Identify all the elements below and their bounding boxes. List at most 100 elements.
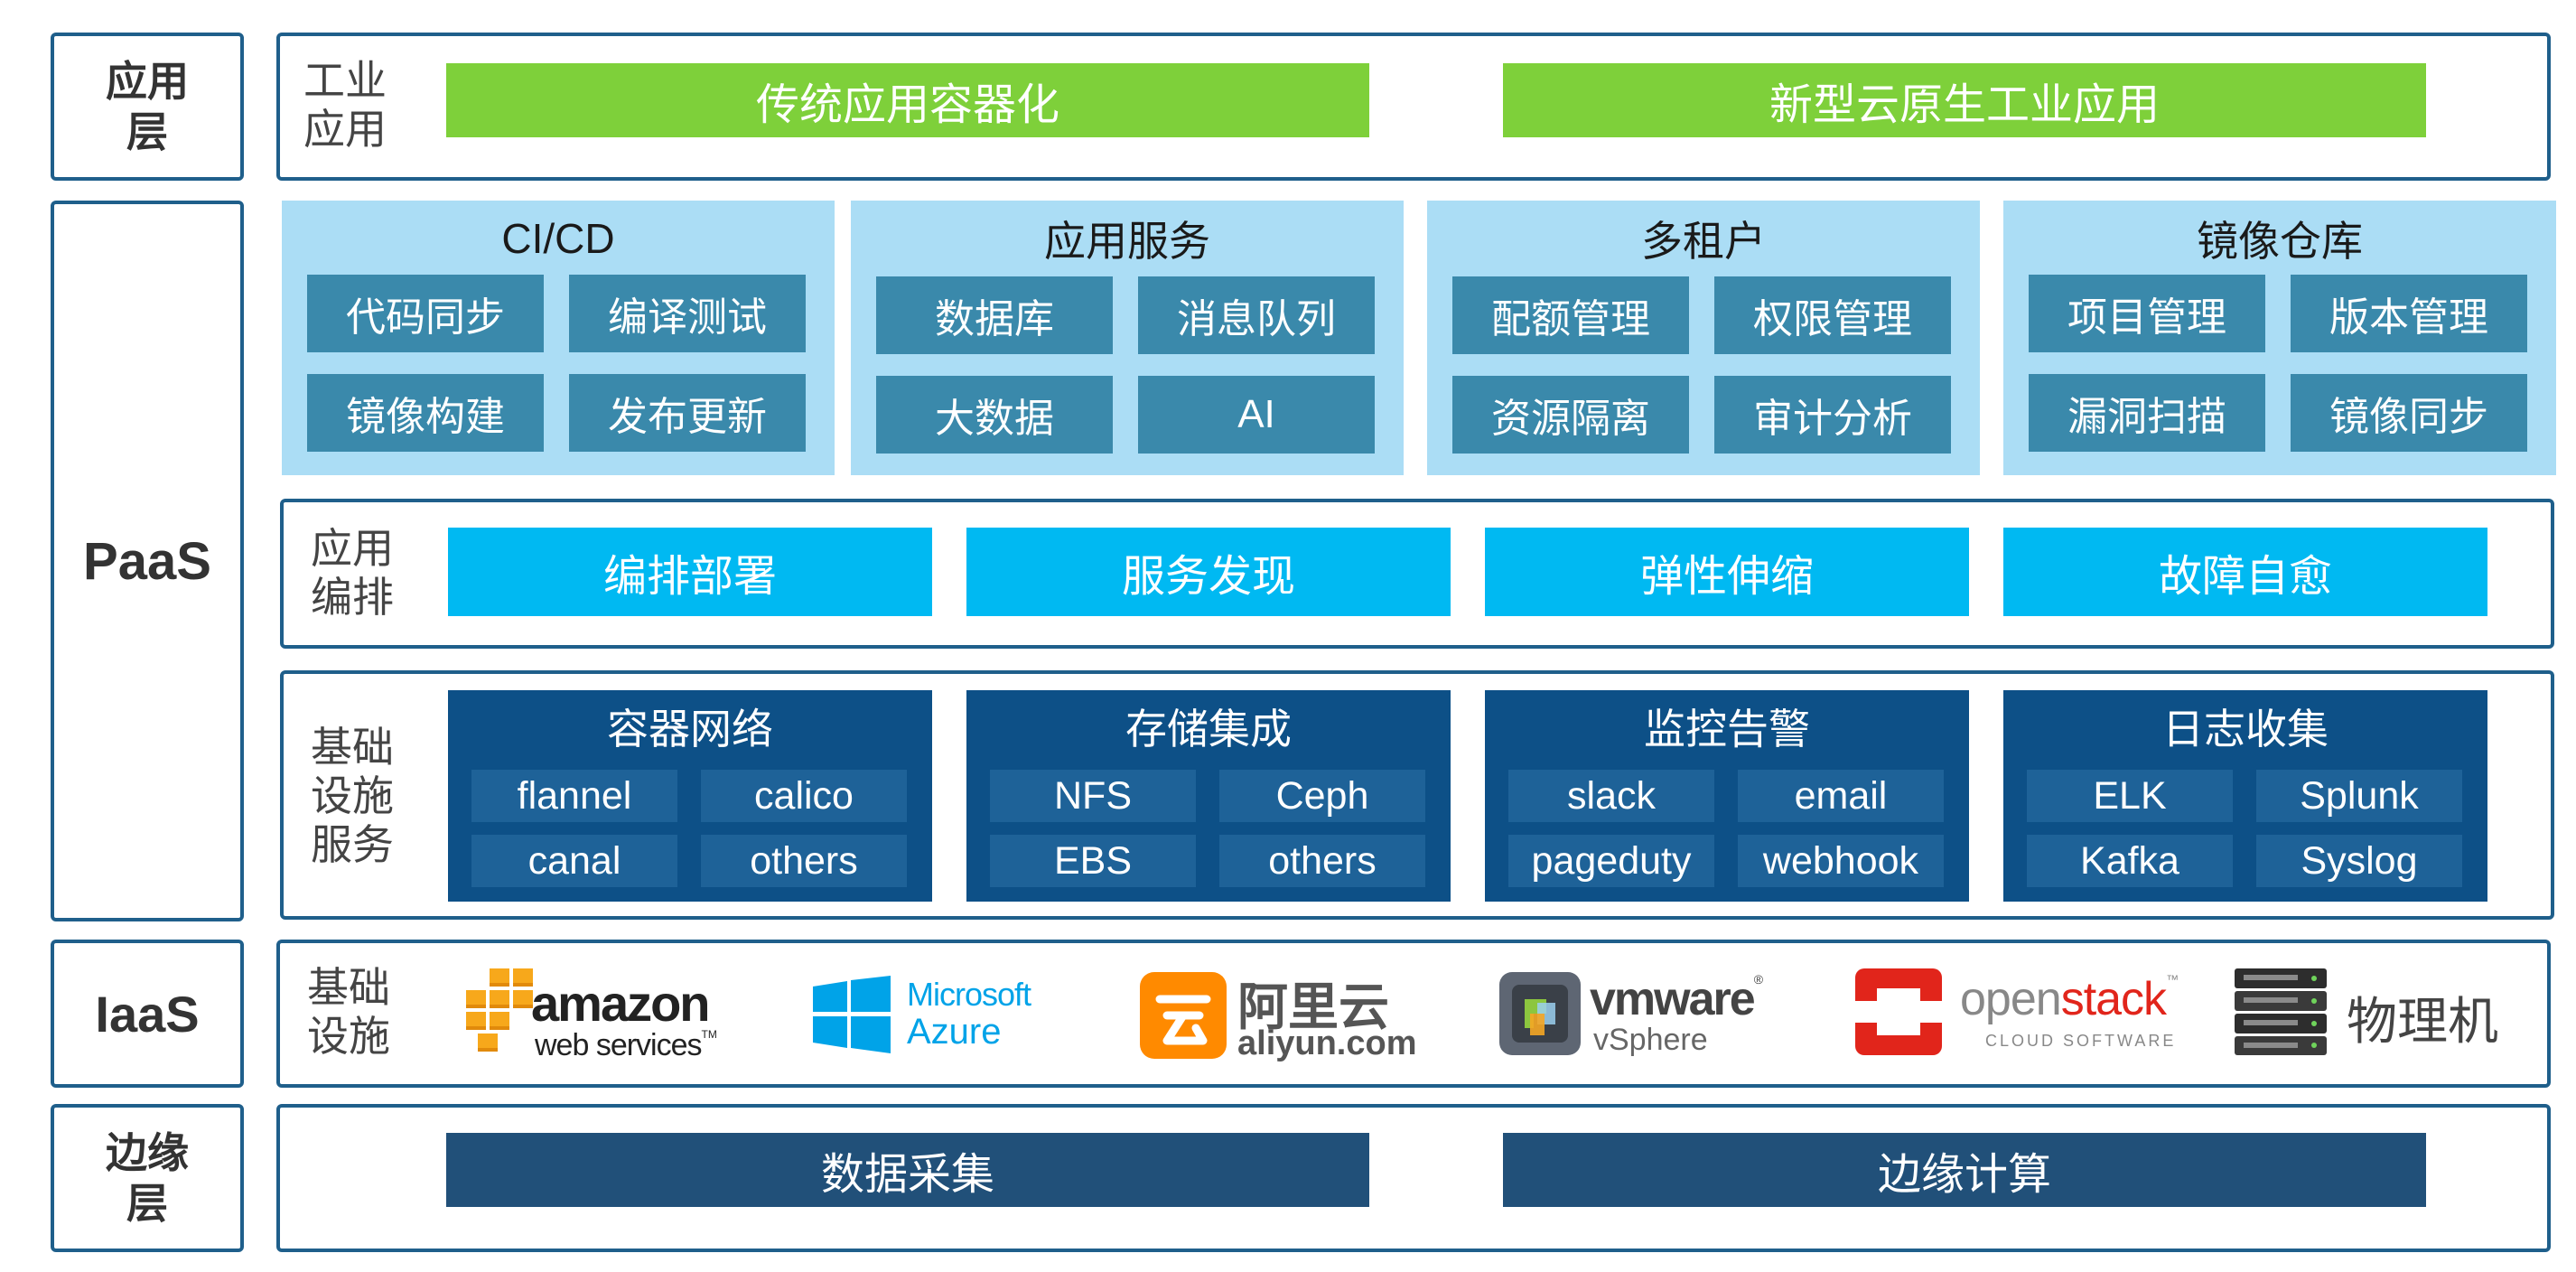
service-item: 版本管理 xyxy=(2291,275,2527,352)
orch-bar-self-healing: 故障自愈 xyxy=(2003,528,2487,616)
aliyun-icon xyxy=(1140,972,1227,1059)
app-bar-traditional: 传统应用容器化 xyxy=(446,63,1369,137)
infra-item: calico xyxy=(701,770,907,822)
infra-item: EBS xyxy=(990,835,1196,887)
layer-label-edge-line1: 边缘 xyxy=(106,1129,189,1176)
openstack-logo: openstack™ CLOUD SOFTWARE xyxy=(1852,963,2179,1062)
aliyun-logo: 阿里云 aliyun.com xyxy=(1140,967,1420,1066)
infra-item: others xyxy=(701,835,907,887)
service-item: 资源隔离 xyxy=(1452,376,1689,454)
infra-group-title: 监控告警 xyxy=(1644,706,1810,753)
iaas-side-line2: 设施 xyxy=(307,1013,390,1060)
azure-logo-line1: Microsoft xyxy=(907,976,1031,1013)
orch-bar-discovery-label: 服务发现 xyxy=(1121,553,1295,601)
layer-label-app-line1: 应用 xyxy=(106,58,189,105)
infra-group-title: 存储集成 xyxy=(1125,706,1292,753)
infra-item: flannel xyxy=(471,770,677,822)
vmware-logo-line1: vmware xyxy=(1590,973,1756,1025)
orch-bar-discovery: 服务发现 xyxy=(966,528,1451,616)
infra-group-title: 日志收集 xyxy=(2162,706,2329,753)
orchestration-side-label: 应用 编排 xyxy=(311,524,394,622)
iaas-frame xyxy=(276,940,2551,1088)
orch-bar-self-healing-label: 故障自愈 xyxy=(2158,553,2332,601)
infra-side-line2: 设施 xyxy=(311,772,394,819)
openstack-logo-stack: stack xyxy=(2060,973,2167,1025)
layer-label-paas: PaaS xyxy=(51,201,244,921)
iaas-side-line1: 基础 xyxy=(307,964,390,1011)
vmware-logo-tm: ® xyxy=(1753,972,1764,987)
service-item: 镜像同步 xyxy=(2291,374,2527,452)
openstack-logo-tm: ™ xyxy=(2166,972,2179,987)
layer-label-edge: 边缘 层 xyxy=(51,1104,244,1252)
edge-bar-data-collection: 数据采集 xyxy=(446,1133,1369,1207)
orch-bar-deploy: 编排部署 xyxy=(448,528,932,616)
edge-bar-data-collection-label: 数据采集 xyxy=(820,1151,994,1199)
edge-bar-edge-computing: 边缘计算 xyxy=(1503,1133,2426,1207)
app-side-line1: 工业 xyxy=(303,57,387,104)
openstack-logo-open: open xyxy=(1960,973,2062,1025)
aliyun-logo-line2: aliyun.com xyxy=(1237,1024,1417,1062)
service-item: 编译测试 xyxy=(569,275,806,352)
service-box-title: CI/CD xyxy=(501,215,615,262)
azure-logo-line2: Azure xyxy=(907,1012,1002,1052)
infra-group-storage: 存储集成 NFS Ceph EBS others xyxy=(966,690,1451,902)
service-box-title: 应用服务 xyxy=(1044,218,1210,265)
service-item: 漏洞扫描 xyxy=(2029,374,2265,452)
service-box-app-services: 应用服务 数据库 消息队列 大数据 AI xyxy=(851,201,1404,475)
service-box-multi-tenant: 多租户 配额管理 权限管理 资源隔离 审计分析 xyxy=(1427,201,1980,475)
infra-item: ELK xyxy=(2027,770,2233,822)
infra-item: slack xyxy=(1508,770,1714,822)
infra-item: canal xyxy=(471,835,677,887)
orch-bar-deploy-label: 编排部署 xyxy=(602,553,777,601)
azure-logo: Microsoft Azure xyxy=(813,974,1066,1055)
layer-label-app: 应用 层 xyxy=(51,33,244,181)
service-item: 镜像构建 xyxy=(307,374,544,452)
infra-item: pageduty xyxy=(1508,835,1714,887)
physical-machine: 物理机 xyxy=(2231,963,2520,1062)
amazon-logo-line2: web services xyxy=(535,1028,703,1062)
aws-cubes-icon xyxy=(466,968,533,1052)
service-item: 权限管理 xyxy=(1714,276,1951,354)
service-item: 数据库 xyxy=(876,276,1113,354)
amazon-logo: amazon web servicesTM xyxy=(462,961,733,1070)
infra-group-title: 容器网络 xyxy=(607,706,773,753)
infra-item: Splunk xyxy=(2256,770,2462,822)
infra-group-network: 容器网络 flannel calico canal others xyxy=(448,690,932,902)
infra-side-line1: 基础 xyxy=(311,724,394,771)
service-item: 消息队列 xyxy=(1138,276,1375,354)
orchestration-side-line1: 应用 xyxy=(311,525,394,572)
orch-bar-scaling: 弹性伸缩 xyxy=(1485,528,1969,616)
openstack-icon xyxy=(1855,968,1942,1055)
app-bar-cloud-native-label: 新型云原生工业应用 xyxy=(1769,81,2160,129)
amazon-logo-line1: amazon xyxy=(531,975,710,1032)
infra-item: webhook xyxy=(1738,835,1944,887)
service-item: 代码同步 xyxy=(307,275,544,352)
infra-services-side-label: 基础 设施 服务 xyxy=(311,723,394,869)
service-box-title: 镜像仓库 xyxy=(2197,218,2363,265)
service-box-cicd: CI/CD 代码同步 编译测试 镜像构建 发布更新 xyxy=(282,201,835,475)
vsphere-icon xyxy=(1499,972,1581,1055)
service-item: 大数据 xyxy=(876,376,1113,454)
service-item: 发布更新 xyxy=(569,374,806,452)
app-bar-cloud-native: 新型云原生工业应用 xyxy=(1503,63,2426,137)
layer-label-edge-line2: 层 xyxy=(126,1180,168,1227)
infra-item: email xyxy=(1738,770,1944,822)
edge-bar-edge-computing-label: 边缘计算 xyxy=(1877,1151,2051,1199)
layer-label-paas-text: PaaS xyxy=(83,531,211,591)
service-item: 配额管理 xyxy=(1452,276,1689,354)
app-layer-side-label: 工业 应用 xyxy=(303,56,387,154)
orchestration-side-line2: 编排 xyxy=(311,574,394,621)
openstack-logo-line2: CLOUD SOFTWARE xyxy=(1985,1032,2177,1050)
app-side-line2: 应用 xyxy=(303,106,387,153)
amazon-logo-tm: TM xyxy=(701,1028,717,1041)
infra-item: Syslog xyxy=(2256,835,2462,887)
service-item: 审计分析 xyxy=(1714,376,1951,454)
infra-item: NFS xyxy=(990,770,1196,822)
infra-group-logging: 日志收集 ELK Splunk Kafka Syslog xyxy=(2003,690,2487,902)
layer-label-iaas: IaaS xyxy=(51,940,244,1088)
service-box-title: 多租户 xyxy=(1641,218,1766,265)
infra-item: Kafka xyxy=(2027,835,2233,887)
physical-machine-label: 物理机 xyxy=(2347,993,2498,1050)
infra-side-line3: 服务 xyxy=(311,821,394,868)
orch-bar-scaling-label: 弹性伸缩 xyxy=(1639,553,1814,601)
